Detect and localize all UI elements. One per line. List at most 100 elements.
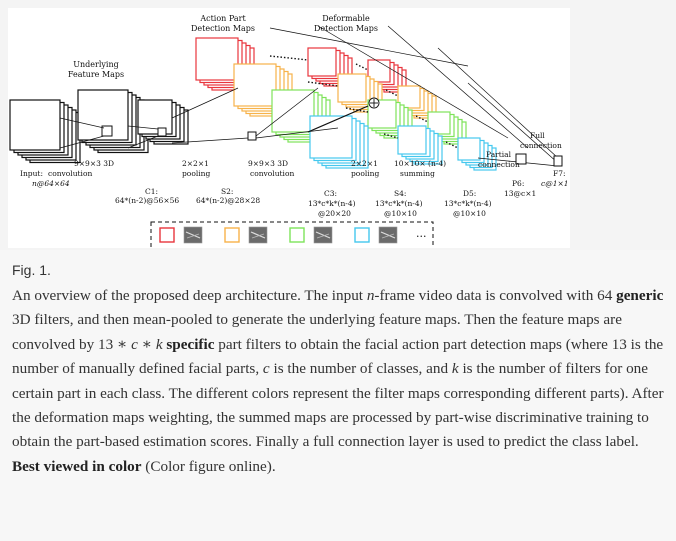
dotted-flow xyxy=(385,89,399,97)
label-d5-2: 13*c*k*(n-4) xyxy=(444,199,492,208)
label-deformable-1: Deformable xyxy=(322,14,370,23)
dotted-flow xyxy=(269,55,309,61)
part-color-legend xyxy=(150,221,434,251)
caption-segment: specific xyxy=(166,335,215,353)
caption-segment: 3D filters, and then mean-pooled to gene… xyxy=(12,311,622,353)
legend-swatch xyxy=(224,227,240,243)
caption-segment: is the number of classes, and xyxy=(269,360,452,378)
connector-line xyxy=(317,25,509,139)
caption-segment: is the number of filters for one certain… xyxy=(12,360,664,451)
dotted-flow xyxy=(355,63,369,71)
figure-caption: Fig. 1. An overview of the proposed deep… xyxy=(12,262,667,479)
conv2-box xyxy=(247,131,257,141)
label-deformable-2: Detection Maps xyxy=(314,24,378,33)
label-summing-2: summing xyxy=(400,169,435,178)
figure-label: Fig. 1. xyxy=(12,262,51,278)
caption-segment: k xyxy=(155,335,163,353)
label-c1-2: 64*(n-2)@56×56 xyxy=(115,196,179,205)
caption-segment: c xyxy=(262,360,270,378)
label-d5-1: D5: xyxy=(463,189,476,198)
face-feature-mark xyxy=(250,231,266,239)
label-c3-1: C3: xyxy=(324,189,337,198)
dotted-flow xyxy=(445,141,459,149)
caption-segment: ∗ xyxy=(137,335,156,353)
arrow-to-sum xyxy=(307,105,369,133)
connector-line xyxy=(127,125,159,130)
f7-node xyxy=(553,155,563,167)
face-feature-mark xyxy=(316,233,330,239)
legend-swatch xyxy=(289,227,305,243)
label-action-part-1: Action Part xyxy=(199,14,246,23)
s4-map xyxy=(337,73,367,103)
label-f7-2: c@1×1 xyxy=(541,179,569,188)
label-d5-3: @10×10 xyxy=(453,209,486,218)
caption-segment: An overview of the proposed deep archite… xyxy=(12,287,367,304)
label-input-size: n@64×64 xyxy=(32,179,70,188)
label-pool1-2: pooling xyxy=(182,169,210,178)
label-partial-1: Partial xyxy=(486,150,512,159)
face-feature-mark xyxy=(380,231,396,239)
label-underlying-2: Feature Maps xyxy=(68,70,124,79)
face-feature-mark xyxy=(251,233,265,239)
p6-node xyxy=(515,153,527,165)
label-full-2: connection xyxy=(520,141,562,150)
connector-lines xyxy=(59,25,559,167)
s4-map xyxy=(307,47,337,77)
label-f7-1: F7: xyxy=(553,169,566,178)
face-feature-mark xyxy=(315,231,331,239)
caption-segment: part filters to obtain the facial action… xyxy=(12,335,664,378)
connector-line xyxy=(171,137,249,144)
output-nodes xyxy=(515,153,563,167)
label-c3-2: 13*c*k*(n-4) xyxy=(308,199,356,208)
caption-segment: k xyxy=(451,360,459,378)
label-s4-3: @10×10 xyxy=(384,209,417,218)
label-partial-2: connection xyxy=(478,160,520,169)
caption-segment: c xyxy=(131,335,138,353)
input-frame xyxy=(9,99,61,151)
label-full-1: Full xyxy=(530,131,545,140)
label-conv1-word: convolution xyxy=(48,169,92,178)
connector-line xyxy=(255,127,339,139)
caption-segment: -frame video data is convolved with 64 xyxy=(374,287,617,304)
connector-line xyxy=(255,87,319,137)
connector-line xyxy=(127,135,159,149)
caption-segment: generic xyxy=(616,287,664,304)
figure-area: Action Part Detection Maps Deformable De… xyxy=(0,0,676,251)
label-p6-1: P6: xyxy=(512,179,524,188)
label-s4-2: 13*c*k*(n-4) xyxy=(375,199,423,208)
kernel-box xyxy=(101,125,113,137)
d5-map xyxy=(427,111,451,135)
label-summing-1: 10×10× (n-4) xyxy=(394,159,446,168)
caption-segment: (Color figure online). xyxy=(141,457,276,475)
caption-segment: n xyxy=(366,287,375,304)
connector-line xyxy=(437,47,559,159)
legend-swatch xyxy=(354,227,370,243)
label-s4-1: S4: xyxy=(394,189,406,198)
face-feature-mark xyxy=(186,233,200,239)
label-pool2-2: pooling xyxy=(351,169,379,178)
face-feature-mark xyxy=(185,231,201,239)
dotted-flow xyxy=(415,115,429,123)
c3-map xyxy=(195,37,239,81)
label-action-part-2: Detection Maps xyxy=(191,24,255,33)
c3-map xyxy=(233,63,277,107)
label-conv2-1: 9×9×3 3D xyxy=(248,159,288,168)
label-s2-1: S2: xyxy=(221,187,233,196)
c3-map xyxy=(271,89,315,133)
label-p6-2: 13@c×1 xyxy=(504,189,536,198)
label-c3-3: @20×20 xyxy=(318,209,351,218)
connector-line xyxy=(59,117,105,129)
label-pool2-1: 2×2×1 xyxy=(351,159,378,168)
label-conv2-2: convolution xyxy=(250,169,294,178)
label-underlying-1: Underlying xyxy=(73,60,118,69)
sum-operator-icon xyxy=(368,97,380,109)
legend-swatch xyxy=(159,227,175,243)
connector-line xyxy=(59,135,105,149)
dotted-flow xyxy=(383,133,399,139)
d5-map xyxy=(397,85,421,109)
label-pool1-1: 2×2×1 xyxy=(182,159,209,168)
legend-ellipsis: ··· xyxy=(416,230,427,243)
c3-map xyxy=(309,115,353,159)
connector-line xyxy=(171,87,239,119)
dotted-flow xyxy=(345,107,369,113)
